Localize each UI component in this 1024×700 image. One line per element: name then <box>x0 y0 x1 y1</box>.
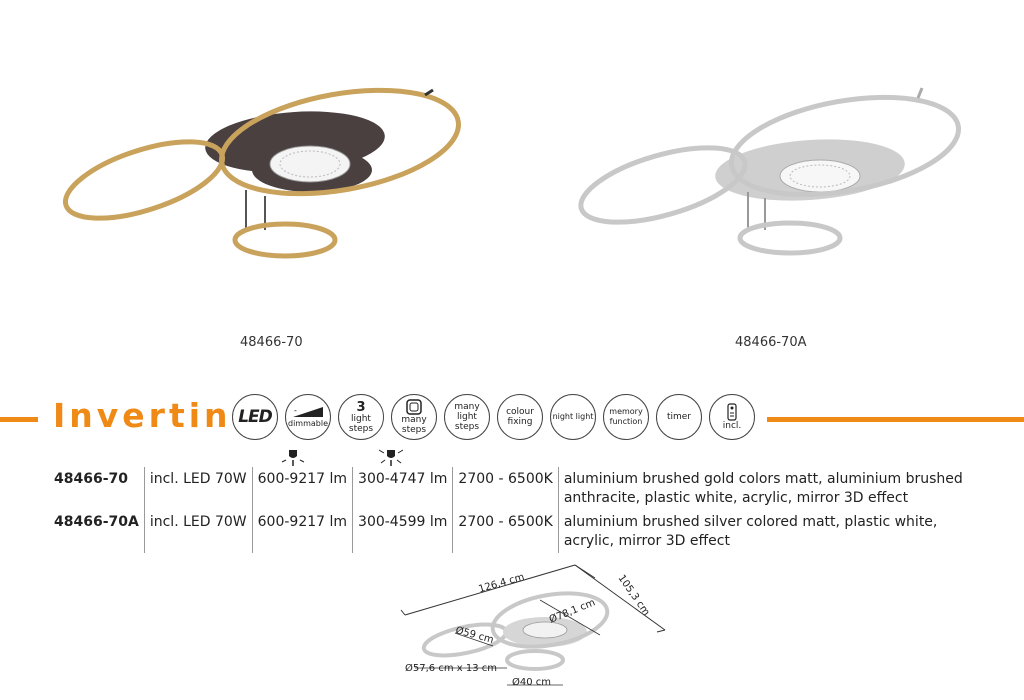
colour-fixing-icon: colour fixing <box>497 394 543 440</box>
three-steps-icon: 3 light steps <box>338 394 384 440</box>
accent-bar-left <box>0 417 38 422</box>
dimmable-icon: - dimmable <box>285 394 331 440</box>
colour-temperature: 2700 - 6500K <box>452 467 559 510</box>
svg-text:-: - <box>294 406 297 415</box>
many-light-steps-icon: many light steps <box>444 394 490 440</box>
table-row: 48466-70 incl. LED 70W 600-9217 lm 300-4… <box>40 467 969 510</box>
light-source: incl. LED 70W <box>143 510 253 553</box>
remote-icon <box>727 403 737 421</box>
accent-bar-right <box>767 417 1024 422</box>
lumen-total: 600-9217 lm <box>251 467 353 510</box>
dimension-drawing <box>400 564 666 686</box>
product-image-silver <box>578 87 962 256</box>
led-icon: LED <box>232 394 278 440</box>
light-source: incl. LED 70W <box>143 467 253 510</box>
dimension-ring-small: Ø40 cm <box>512 677 552 688</box>
article-number: 48466-70A <box>54 514 139 530</box>
dimension-base: Ø57,6 cm x 13 cm <box>405 663 497 674</box>
memory-function-icon: memory function <box>603 394 649 440</box>
night-light-icon: night light <box>550 394 596 440</box>
colour-temperature: 2700 - 6500K <box>452 510 559 553</box>
lumen-step: 300-4599 lm <box>352 510 453 553</box>
spec-table: 48466-70 incl. LED 70W 600-9217 lm 300-4… <box>40 467 969 553</box>
caption-silver: 48466-70A <box>735 335 807 350</box>
table-row: 48466-70A incl. LED 70W 600-9217 lm 300-… <box>40 510 969 553</box>
bulb-step-icon <box>378 449 404 466</box>
many-steps-icon: many steps <box>391 394 437 440</box>
lumen-step: 300-4747 lm <box>352 467 453 510</box>
remote-control-icon: incl. <box>709 394 755 440</box>
material-description: aluminium brushed silver colored matt, p… <box>557 510 969 553</box>
lumen-total: 600-9217 lm <box>251 510 353 553</box>
product-image-gold <box>62 87 461 259</box>
article-number: 48466-70 <box>54 471 128 487</box>
series-title: Invertina <box>53 396 258 435</box>
bulb-total-icon <box>281 450 305 466</box>
timer-icon: timer <box>656 394 702 440</box>
dimmer-wedge-icon: - <box>293 406 323 417</box>
caption-gold: 48466-70 <box>240 335 303 350</box>
material-description: aluminium brushed gold colors matt, alum… <box>557 467 969 510</box>
square-steps-icon <box>406 399 422 415</box>
